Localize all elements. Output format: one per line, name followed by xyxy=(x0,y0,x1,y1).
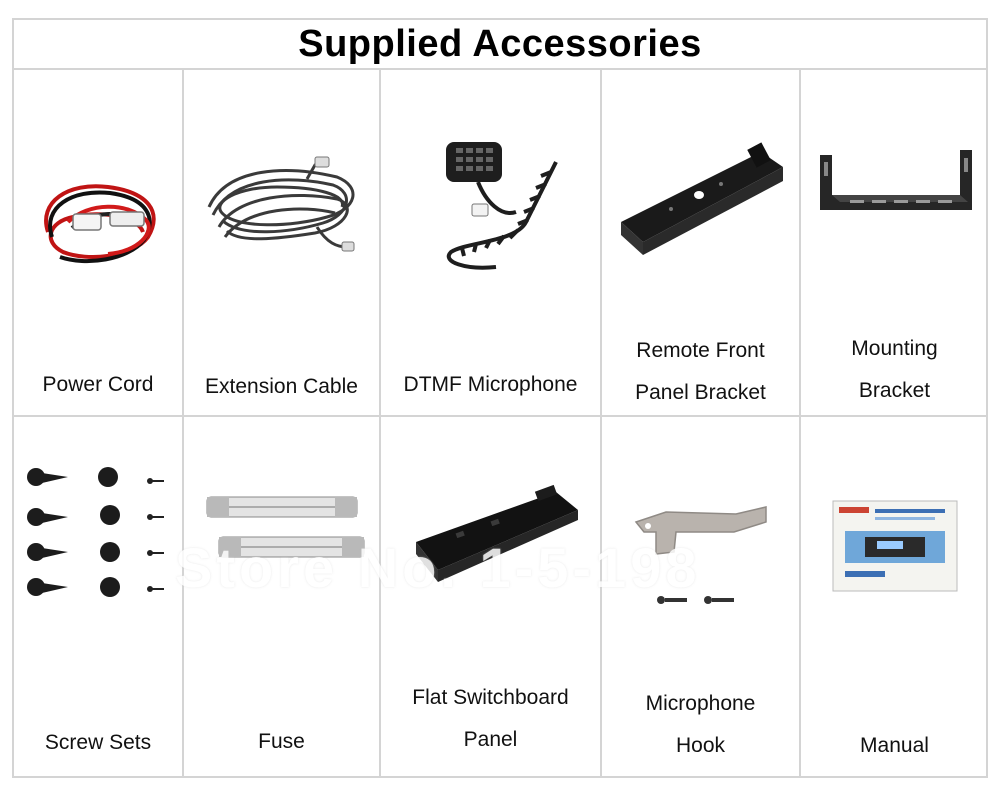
accessories-sheet: Supplied Accessories xyxy=(12,18,988,778)
grid-divider xyxy=(12,415,988,417)
accessory-label: Extension Cable xyxy=(205,375,358,398)
accessory-extension-cable: Extension Cable xyxy=(184,72,379,415)
accessory-flat-switchboard-panel: Flat Switchboard Panel xyxy=(381,417,600,776)
accessory-screw-sets: Screw Sets xyxy=(14,417,182,776)
microphone-icon xyxy=(445,142,558,270)
microphone-hook-icon xyxy=(634,506,767,604)
grid-divider xyxy=(182,70,184,776)
accessory-label: DTMF Microphone xyxy=(403,373,578,396)
grid-divider xyxy=(379,70,381,776)
accessory-label: Panel xyxy=(463,728,518,751)
accessory-label: Hook xyxy=(675,734,726,757)
accessory-label: Flat Switchboard xyxy=(412,686,569,709)
power-cord-icon xyxy=(44,184,156,264)
accessory-label: Microphone xyxy=(645,692,756,715)
manual-icon xyxy=(832,500,957,592)
grid-divider xyxy=(600,70,602,776)
fuse-icon xyxy=(206,496,364,558)
mounting-bracket-icon xyxy=(819,150,972,210)
accessory-label: Remote Front xyxy=(636,339,765,362)
accessory-manual: Manual xyxy=(801,417,988,776)
page-title: Supplied Accessories xyxy=(298,22,702,65)
accessory-remote-front-panel-bracket: Remote Front Panel Bracket xyxy=(602,72,799,415)
extension-cable-icon xyxy=(207,156,354,252)
accessory-label: Power Cord xyxy=(42,373,154,396)
grid-divider xyxy=(799,70,801,776)
screws-icon xyxy=(27,467,164,597)
accessory-label: Manual xyxy=(860,734,929,757)
front-panel-bracket-icon xyxy=(620,142,783,255)
accessory-label: Bracket xyxy=(858,379,931,402)
watermark: Store No. 1-5-198 xyxy=(175,536,701,599)
accessory-mounting-bracket: Mounting Bracket xyxy=(801,72,988,415)
accessory-fuse: Fuse xyxy=(184,417,379,776)
accessory-label: Mounting xyxy=(851,337,938,360)
accessory-microphone-hook: Microphone Hook xyxy=(602,417,799,776)
switchboard-panel-icon xyxy=(415,484,578,582)
accessory-label: Panel Bracket xyxy=(635,381,766,404)
accessory-power-cord: Power Cord xyxy=(14,72,182,415)
accessory-dtmf-microphone: DTMF Microphone xyxy=(381,72,600,415)
accessory-label: Fuse xyxy=(258,730,305,753)
title-band: Supplied Accessories xyxy=(14,20,986,70)
accessory-label: Screw Sets xyxy=(44,731,152,754)
